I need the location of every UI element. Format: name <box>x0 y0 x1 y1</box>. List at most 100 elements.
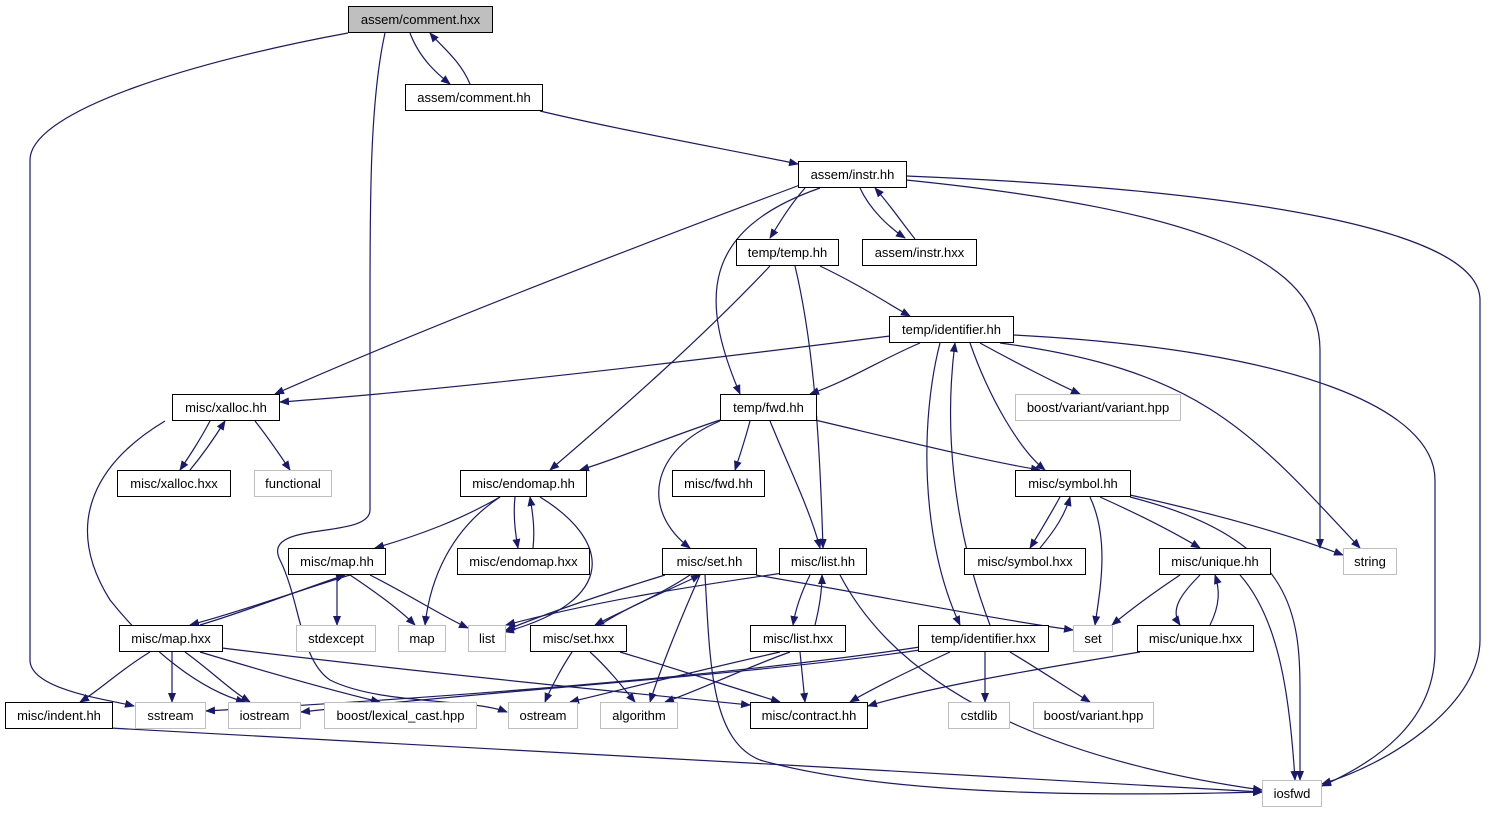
node-misc-symbol-hh[interactable]: misc/symbol.hh <box>1015 470 1131 497</box>
edge-map-hh-to-list <box>369 574 469 629</box>
edge-list-hh-to-list-hxx <box>790 574 811 626</box>
edge-identifier-hh-to-variant-variant <box>979 342 1081 395</box>
node-temp-fwd-hh[interactable]: temp/fwd.hh <box>720 394 817 421</box>
edge-comment-hxx-to-sstream <box>29 32 349 708</box>
node-misc-map-hh[interactable]: misc/map.hh <box>288 548 386 575</box>
edge-unique-hxx-to-unique-hh <box>1209 574 1222 626</box>
edge-xalloc-hh-to-iostream <box>86 420 246 704</box>
edge-xalloc-hh-to-xalloc-hxx <box>179 420 211 471</box>
edge-set-hxx-to-ostream <box>544 651 573 703</box>
edge-identifier-hh-to-fwd-hh <box>809 342 921 395</box>
edge-endomap-hh-to-list <box>504 496 593 634</box>
node-misc-endomap-hh[interactable]: misc/endomap.hh <box>460 470 587 497</box>
edge-fwd-hh-to-list-hh <box>769 420 822 549</box>
node-string: string <box>1343 548 1397 575</box>
edge-set-hh-to-list <box>505 574 666 631</box>
node-misc-set-hxx[interactable]: misc/set.hxx <box>530 625 627 652</box>
node-misc-xalloc-hh[interactable]: misc/xalloc.hh <box>172 394 280 421</box>
edge-symbol-hh-to-iosfwd <box>1129 496 1304 781</box>
edge-identifier-hh-to-symbol-hh <box>969 342 1046 471</box>
edge-fwd-hh-to-endomap-hh <box>579 419 721 472</box>
node-misc-unique-hh[interactable]: misc/unique.hh <box>1159 548 1271 575</box>
edge-symbol-hxx-to-symbol-hh <box>1039 496 1072 549</box>
edge-comment-hxx-to-ostream <box>277 32 508 713</box>
node-temp-identifier-hxx[interactable]: temp/identifier.hxx <box>918 625 1049 652</box>
node-ostream: ostream <box>508 702 578 729</box>
node-misc-map-hxx[interactable]: misc/map.hxx <box>119 625 223 652</box>
node-misc-contract-hh[interactable]: misc/contract.hh <box>750 702 868 729</box>
edge-identifier-hh-to-xalloc-hh <box>279 335 891 406</box>
edge-map-hh-to-map-hxx <box>189 574 351 627</box>
edge-fwd-hh-to-misc-fwd-hh <box>734 420 751 471</box>
node-set: set <box>1073 625 1113 652</box>
node-temp-identifier-hh[interactable]: temp/identifier.hh <box>889 316 1014 343</box>
node-misc-list-hh[interactable]: misc/list.hh <box>779 548 867 575</box>
edge-endomap-hh-to-map <box>422 496 501 626</box>
edge-unique-hh-to-iosfwd <box>1239 574 1299 781</box>
node-sstream: sstream <box>135 702 206 729</box>
node-list: list <box>468 625 506 652</box>
edge-instr-hh-to-string <box>905 179 1324 549</box>
node-algorithm: algorithm <box>600 702 678 729</box>
edge-fwd-hh-to-symbol-hh <box>814 419 1041 473</box>
edge-comment-hh-to-comment-hxx <box>429 32 471 85</box>
node-functional: functional <box>254 470 332 497</box>
edge-identifier-hxx-to-identifier-hh <box>949 342 991 626</box>
node-misc-xalloc-hxx[interactable]: misc/xalloc.hxx <box>117 470 231 497</box>
edge-instr-hh-to-xalloc-hh <box>274 184 801 395</box>
edge-comment-hxx-to-comment-hh <box>409 32 451 85</box>
node-misc-unique-hxx[interactable]: misc/unique.hxx <box>1137 625 1254 652</box>
edge-identifier-hxx-to-variant-hpp <box>1009 651 1091 703</box>
edge-set-hh-to-set <box>755 574 1074 633</box>
edge-set-hh-to-algorithm <box>648 574 701 703</box>
node-assem-instr-hxx[interactable]: assem/instr.hxx <box>862 239 977 266</box>
node-assem-comment-hxx[interactable]: assem/comment.hxx <box>348 6 493 33</box>
edge-list-hxx-to-list-hh <box>814 574 826 626</box>
edge-list-hh-to-iosfwd <box>839 574 1263 793</box>
edge-list-hh-to-list <box>505 571 791 627</box>
edge-temp-hh-to-identifier-hh <box>819 265 911 317</box>
node-cstdlib: cstdlib <box>948 702 1010 729</box>
edge-set-hxx-to-algorithm <box>589 651 636 703</box>
node-misc-list-hxx[interactable]: misc/list.hxx <box>750 625 846 652</box>
edge-map-hxx-to-contract-hh <box>221 647 751 709</box>
node-misc-set-hh[interactable]: misc/set.hh <box>662 548 757 575</box>
node-misc-fwd-hh[interactable]: misc/fwd.hh <box>672 470 765 497</box>
edge-set-hh-to-iosfwd <box>704 574 1263 797</box>
node-stdexcept: stdexcept <box>296 625 376 652</box>
node-misc-symbol-hxx[interactable]: misc/symbol.hxx <box>964 548 1086 575</box>
edge-symbol-hh-to-unique-hh <box>1099 496 1201 549</box>
edge-list-hxx-to-contract-hh <box>799 651 809 703</box>
node-iosfwd: iosfwd <box>1262 780 1322 807</box>
edge-indent-hh-to-iosfwd <box>109 727 1263 796</box>
edge-xalloc-hh-to-functional <box>254 420 291 471</box>
node-misc-endomap-hxx[interactable]: misc/endomap.hxx <box>457 548 590 575</box>
edge-symbol-hh-to-string <box>1129 494 1344 556</box>
node-assem-comment-hh[interactable]: assem/comment.hh <box>405 84 543 111</box>
node-temp-temp-hh[interactable]: temp/temp.hh <box>736 239 839 266</box>
edge-map-hxx-to-lexical-cast <box>199 651 381 704</box>
edge-instr-hh-to-instr-hxx <box>859 187 906 239</box>
edge-fwd-hh-to-set-hh <box>658 420 721 549</box>
node-misc-indent-hh[interactable]: misc/indent.hh <box>5 702 113 729</box>
edge-map-hxx-to-iostream <box>184 651 251 703</box>
edge-unique-hh-to-unique-hxx <box>1171 574 1201 626</box>
edge-identifier-hh-to-iosfwd <box>1013 334 1436 787</box>
edge-identifier-hh-to-identifier-hxx <box>926 342 961 626</box>
edge-list-hxx-to-ostream <box>569 651 781 704</box>
edge-symbol-hh-to-set <box>1089 496 1103 626</box>
node-assem-instr-hh[interactable]: assem/instr.hh <box>798 161 907 188</box>
node-boost-variant-hpp: boost/variant.hpp <box>1033 702 1154 729</box>
edge-unique-hxx-to-contract-hh <box>867 651 1141 708</box>
edge-comment-hh-to-instr-hh <box>539 110 799 167</box>
edge-unique-hh-to-set <box>1111 574 1181 626</box>
node-boost-lexical-cast-hpp: boost/lexical_cast.hpp <box>324 702 477 729</box>
edge-endomap-hh-to-map-hh <box>374 496 501 550</box>
edge-instr-hxx-to-instr-hh <box>874 187 916 240</box>
edge-identifier-hxx-to-contract-hh <box>849 651 951 703</box>
edge-endomap-hh-to-endomap-hxx <box>512 496 521 549</box>
edge-map-hxx-to-map-hh <box>199 574 346 626</box>
edge-temp-hh-to-endomap-hh <box>549 265 771 471</box>
